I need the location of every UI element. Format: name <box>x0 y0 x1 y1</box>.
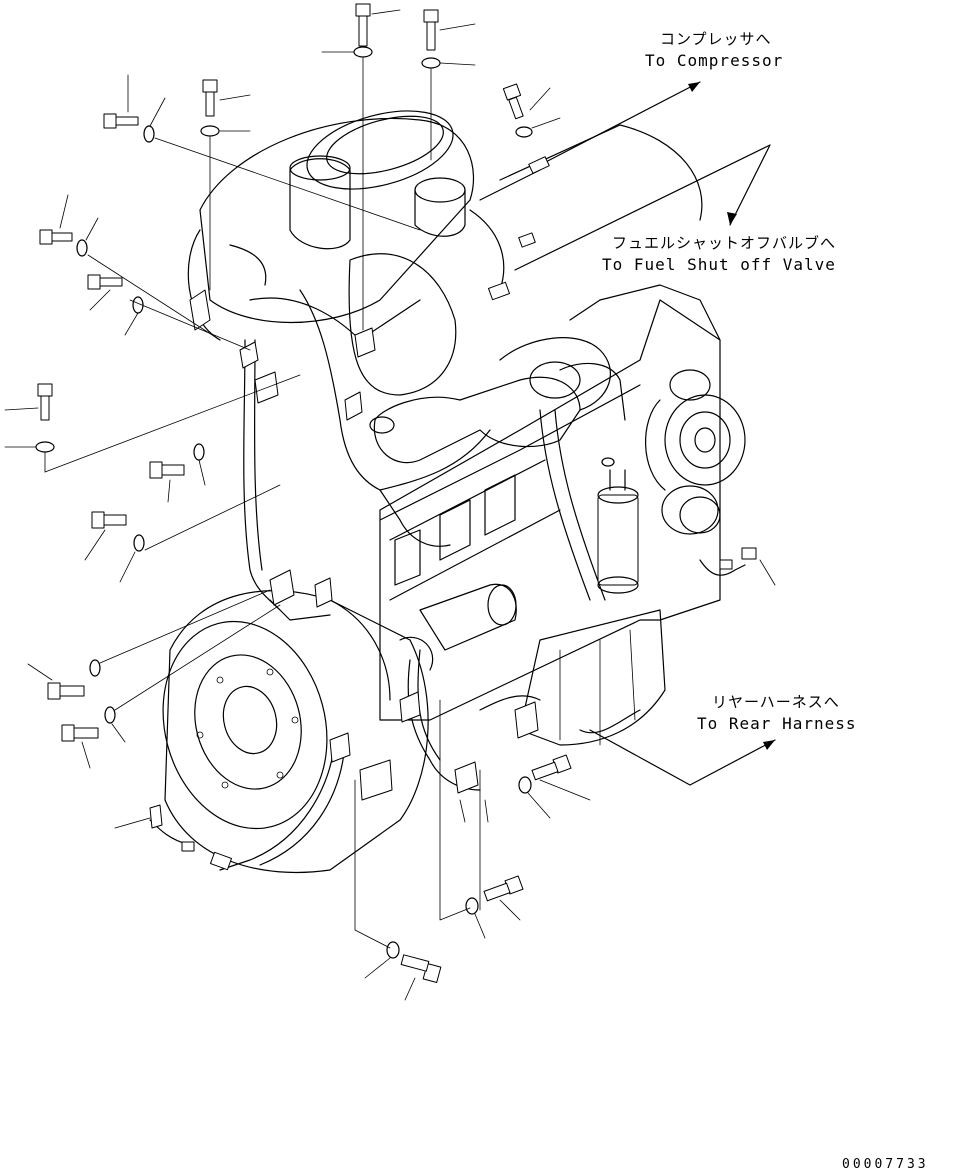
arrow-rear-harness <box>763 740 775 750</box>
washer-icon <box>421 57 441 69</box>
alternator <box>644 369 746 535</box>
washer-icon <box>200 125 220 137</box>
washer-icon <box>35 441 55 453</box>
connectors <box>149 156 757 871</box>
air-cleaner <box>187 110 703 396</box>
bolt-icon <box>47 682 85 700</box>
bolt-icon <box>502 83 524 120</box>
leader-fuel-shutoff-a <box>729 144 771 226</box>
bolt-icon <box>37 383 53 421</box>
bolt-icon <box>103 113 139 129</box>
bolt-icon <box>400 954 442 984</box>
bolt-icon <box>91 511 127 529</box>
engine-block <box>379 284 721 746</box>
fasteners <box>4 3 776 1001</box>
washer-icon <box>515 126 533 138</box>
callout-fuel-shutoff: フュエルシャットオフバルブへ To Fuel Shut off Valve <box>514 144 836 274</box>
bolt-icon <box>355 3 371 47</box>
drawing-number: 00007733 <box>842 1157 929 1172</box>
bolt-icon <box>483 875 524 902</box>
callout-fuel-shutoff-en: To Fuel Shut off Valve <box>602 255 836 274</box>
flywheel-housing <box>162 590 429 873</box>
leader-compressor <box>539 81 701 166</box>
wiring-harness <box>149 169 746 871</box>
callout-compressor-jp: コンプレッサへ <box>660 30 772 48</box>
washer-icon <box>76 239 88 257</box>
callout-rear-harness: リヤーハーネスへ To Rear Harness <box>589 693 857 786</box>
clamps <box>189 289 539 801</box>
callout-compressor-en: To Compressor <box>645 51 783 70</box>
leader-fuel-shutoff-b <box>514 144 771 271</box>
washer-icon <box>465 897 479 915</box>
washer-icon <box>353 46 373 58</box>
washer-icon <box>104 706 116 724</box>
washer-icon <box>386 941 400 959</box>
bolt-icon <box>423 9 439 51</box>
bolt-icon <box>149 461 185 479</box>
bolt-icon <box>61 724 99 742</box>
washer-icon <box>89 659 101 677</box>
arrow-compressor <box>688 82 700 92</box>
callout-rear-harness-en: To Rear Harness <box>697 714 857 733</box>
intake-turbo <box>369 337 626 601</box>
callout-compressor: コンプレッサへ To Compressor <box>539 30 783 166</box>
bolt-icon <box>531 754 572 781</box>
fuel-filter <box>597 457 639 594</box>
leader-rear-harness <box>589 729 776 786</box>
bolt-icon <box>202 79 218 117</box>
washer-icon <box>143 125 155 143</box>
bolt-icon <box>87 274 123 290</box>
callout-rear-harness-jp: リヤーハーネスへ <box>712 693 840 711</box>
washer-icon <box>133 534 145 552</box>
washer-icon <box>193 443 205 461</box>
bolt-icon <box>39 229 73 245</box>
arrow-fuel-shutoff <box>727 212 737 225</box>
washer-icon <box>518 776 532 794</box>
callout-fuel-shutoff-jp: フュエルシャットオフバルブへ <box>612 234 836 252</box>
